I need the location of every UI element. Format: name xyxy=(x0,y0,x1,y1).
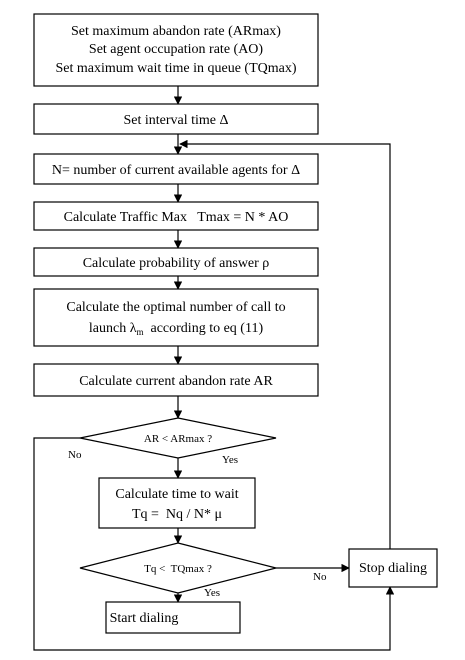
decision-abandon-rate-no: No xyxy=(68,449,82,461)
decision-abandon-rate-yes: Yes xyxy=(222,454,238,466)
step-probability-answer-label: Calculate probability of answer ρ xyxy=(83,256,270,271)
step-traffic-max-label: Calculate Traffic Max Tmax = N * AO xyxy=(64,210,289,225)
step-optimal-calls-line1: Calculate the optimal number of call to xyxy=(66,300,285,315)
step-probability-answer: Calculate probability of answer ρ xyxy=(33,247,319,277)
step-stop-dialing-label: Stop dialing xyxy=(359,561,427,576)
connectors xyxy=(33,86,395,651)
step-set-interval-label: Set interval time Δ xyxy=(123,113,228,128)
decision-abandon-rate-label: AR < ARmax ? xyxy=(144,433,212,445)
decision-abandon-rate: AR < ARmax ? No Yes xyxy=(68,417,277,466)
arrow-decision1-no xyxy=(33,437,395,651)
step-optimal-calls-line2: launch λm according to eq (11) xyxy=(89,321,264,337)
step-optimal-calls: Calculate the optimal number of call to … xyxy=(33,288,319,347)
step-wait-time-line1: Calculate time to wait xyxy=(115,487,238,502)
step-start-dialing-label: Start dialing xyxy=(110,611,179,626)
decision-wait-time-label: Tq < TQmax ? xyxy=(144,563,212,575)
decision-wait-time-yes: Yes xyxy=(204,587,220,599)
step-set-interval: Set interval time Δ xyxy=(33,103,319,135)
step-abandon-rate-label: Calculate current abandon rate AR xyxy=(79,374,273,389)
step-wait-time-line2: Tq = Nq / N* μ xyxy=(132,507,222,522)
step-set-parameters-line1: Set maximum abandon rate (ARmax) xyxy=(71,24,281,39)
decision-wait-time-no: No xyxy=(313,571,327,583)
step-set-parameters: Set maximum abandon rate (ARmax) Set age… xyxy=(33,13,319,87)
step-set-parameters-line2: Set agent occupation rate (AO) xyxy=(89,42,263,57)
step-start-dialing: Start dialing xyxy=(105,601,241,634)
step-abandon-rate: Calculate current abandon rate AR xyxy=(33,363,319,397)
step-stop-dialing: Stop dialing xyxy=(348,548,438,588)
step-available-agents-label: N= number of current available agents fo… xyxy=(52,163,300,178)
arrow-loop-back xyxy=(179,139,391,549)
step-wait-time: Calculate time to wait Tq = Nq / N* μ xyxy=(98,477,256,529)
decision-wait-time: Tq < TQmax ? No Yes xyxy=(79,542,327,599)
step-traffic-max: Calculate Traffic Max Tmax = N * AO xyxy=(33,201,319,231)
step-set-parameters-line3: Set maximum wait time in queue (TQmax) xyxy=(55,61,296,76)
step-available-agents: N= number of current available agents fo… xyxy=(33,153,319,185)
